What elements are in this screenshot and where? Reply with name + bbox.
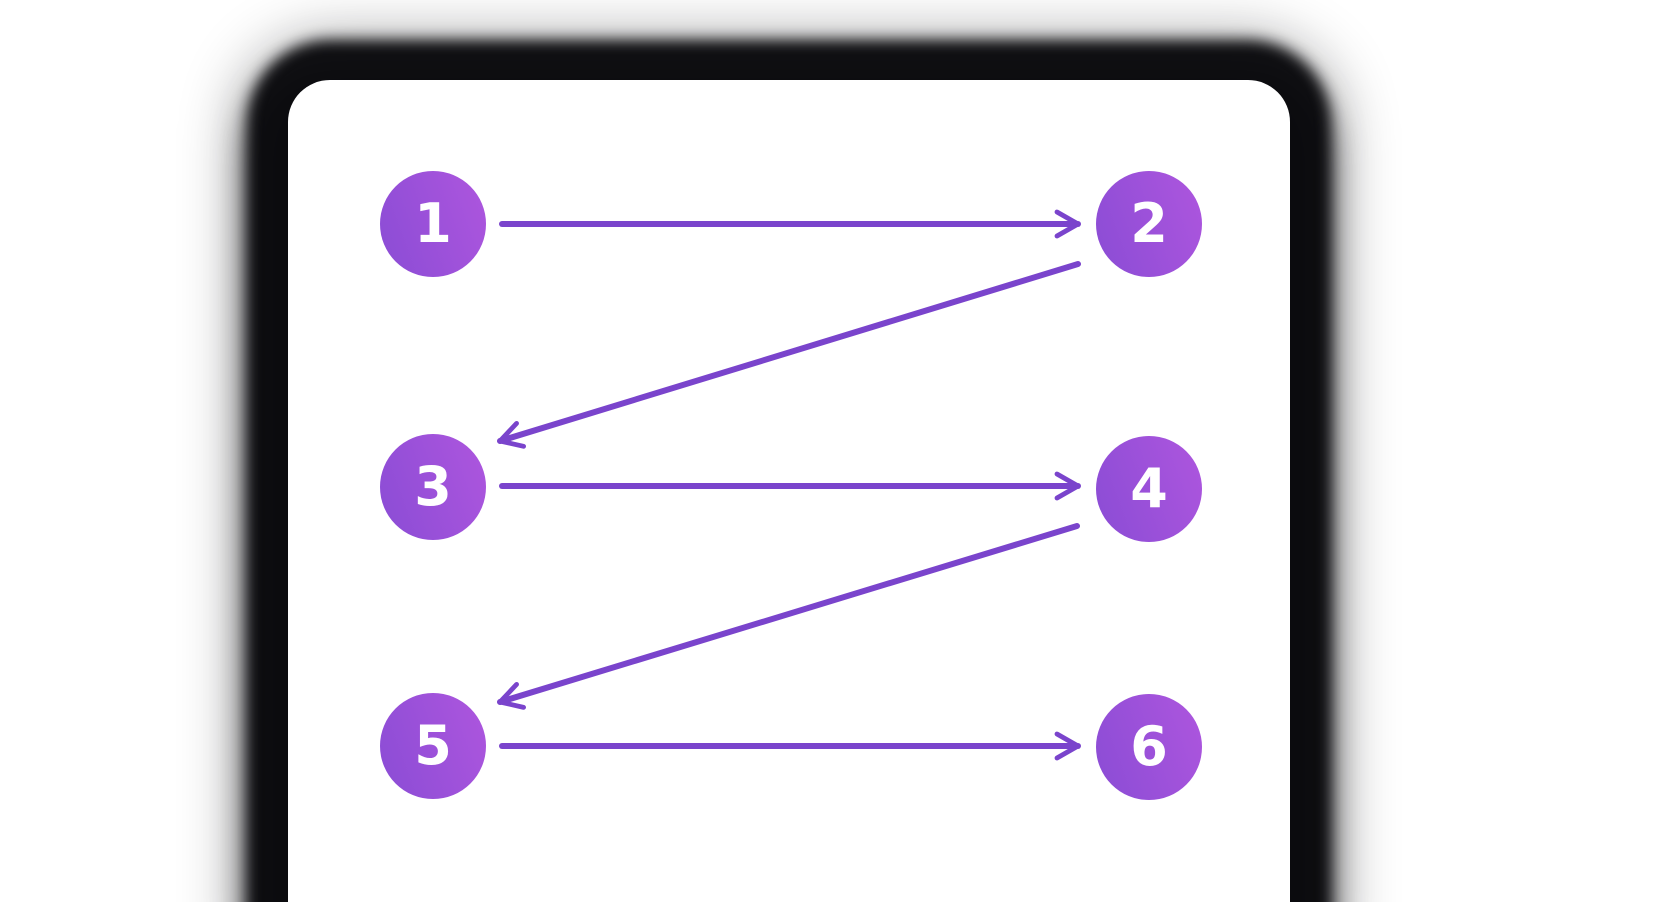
- node-label: 2: [1130, 192, 1168, 255]
- node-label: 5: [414, 714, 452, 777]
- node-label: 3: [414, 455, 452, 518]
- node-4: 4: [1096, 436, 1202, 542]
- node-label: 4: [1130, 457, 1168, 520]
- flow-arrows: [497, 209, 1081, 761]
- diagram-card: 1 2 3 4 5 6: [288, 80, 1290, 902]
- node-1: 1: [380, 171, 486, 277]
- node-5: 5: [380, 693, 486, 799]
- node-6: 6: [1096, 694, 1202, 800]
- node-label: 6: [1130, 715, 1168, 778]
- arrow-2-to-3: [497, 261, 1081, 449]
- node-3: 3: [380, 434, 486, 540]
- node-label: 1: [414, 192, 452, 255]
- node-2: 2: [1096, 171, 1202, 277]
- arrow-4-to-5: [497, 523, 1080, 710]
